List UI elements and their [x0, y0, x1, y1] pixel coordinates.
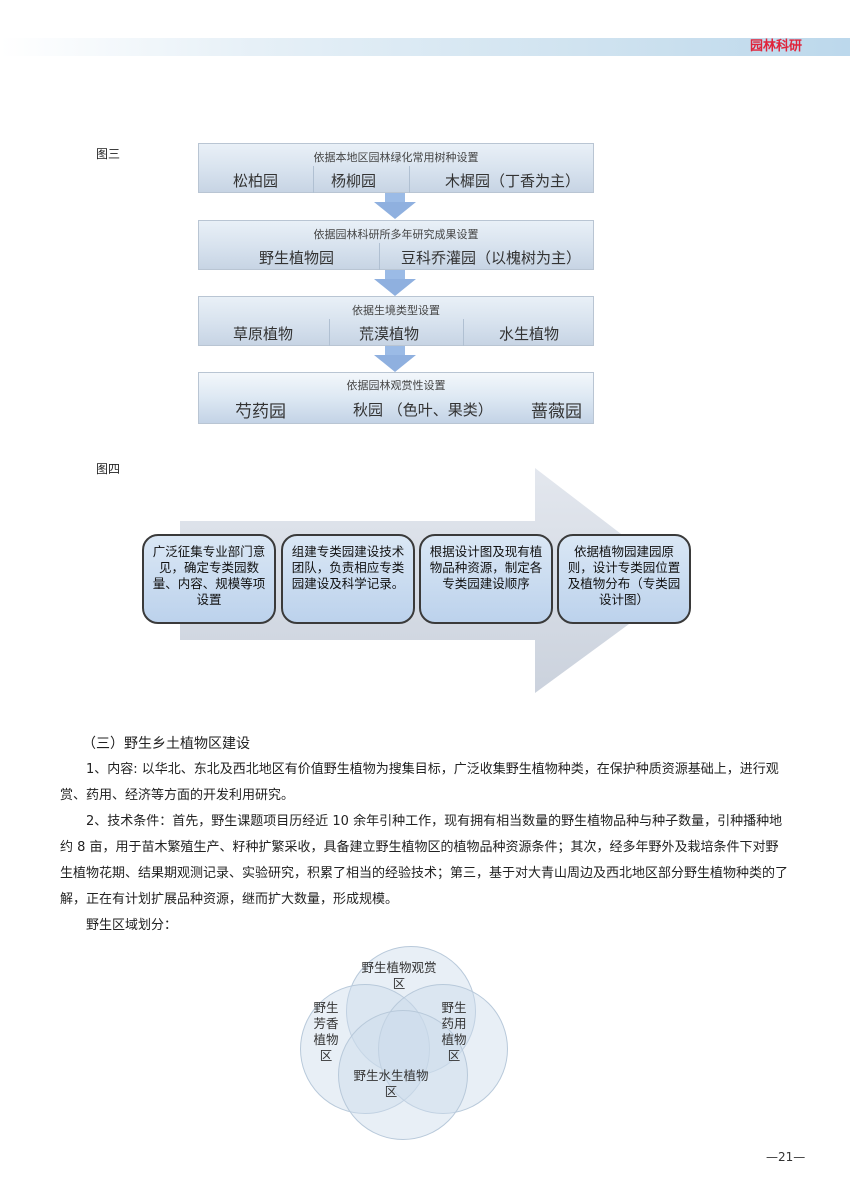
fig3-item: 秋园 （色叶、果类）	[353, 401, 493, 419]
down-arrow-icon	[374, 355, 416, 372]
down-arrow-icon	[385, 193, 405, 202]
fig3-box-2: 依据园林科研所多年研究成果设置 野生植物园 豆科乔灌园（以槐树为主）	[198, 220, 594, 270]
fig3-box-1: 依据本地区园林绿化常用树种设置 松柏园 杨柳园 木樨园（丁香为主）	[198, 143, 594, 193]
divider	[463, 319, 464, 346]
divider	[329, 319, 330, 346]
fig3-item: 水生植物	[499, 325, 560, 343]
fig3-box-1-title: 依据本地区园林绿化常用树种设置	[313, 151, 479, 164]
down-arrow-icon	[385, 346, 405, 355]
venn-circle-bottom	[338, 1010, 468, 1140]
figure-3-label: 图三	[96, 147, 121, 161]
venn-label-left: 野生芳香植物区	[313, 1000, 339, 1063]
fig3-box-3: 依据生境类型设置 草原植物 荒漠植物 水生植物	[198, 296, 594, 346]
fig3-item: 松柏园	[233, 172, 279, 190]
figure-4-label: 图四	[96, 462, 121, 476]
fig3-box-4-title: 依据园林观赏性设置	[346, 379, 446, 392]
fig3-item: 木樨园（丁香为主）	[445, 172, 581, 190]
section-heading: （三）野生乡土植物区建设	[82, 736, 250, 752]
page-number: —21—	[766, 1150, 806, 1164]
fig4-step-2: 组建专类园建设技术团队，负责相应专类园建设及科学记录。	[281, 534, 415, 624]
fig4-step-1: 广泛征集专业部门意见，确定专类园数量、内容、规模等项设置	[142, 534, 276, 624]
fig3-item: 杨柳园	[331, 172, 377, 190]
venn-label-top: 野生植物观赏区	[361, 960, 437, 991]
fig3-item: 蔷薇园	[531, 402, 582, 422]
section-title: 园林科研	[750, 39, 803, 54]
paragraph-2: 2、技术条件：首先，野生课题项目历经近 10 余年引种工作，现有拥有相当数量的野…	[60, 814, 789, 907]
fig3-item: 芍药园	[235, 402, 286, 422]
fig3-item: 草原植物	[233, 325, 294, 343]
fig3-item: 豆科乔灌园（以槐树为主）	[401, 249, 582, 267]
venn-label-right: 野生药用植物区	[441, 1000, 467, 1063]
fig4-step-4: 依据植物园建园原则，设计专类园位置及植物分布（专类园设计图）	[557, 534, 691, 624]
fig3-box-3-title: 依据生境类型设置	[352, 304, 440, 317]
fig3-box-4: 依据园林观赏性设置 芍药园 秋园 （色叶、果类） 蔷薇园	[198, 372, 594, 424]
divider	[379, 243, 380, 270]
fig3-item: 野生植物园	[259, 249, 335, 267]
fig3-item: 荒漠植物	[359, 325, 420, 343]
divider	[409, 166, 410, 193]
paragraph-3: 野生区域划分：	[86, 918, 178, 933]
divider	[313, 166, 314, 193]
down-arrow-icon	[374, 279, 416, 296]
fig3-box-2-title: 依据园林科研所多年研究成果设置	[313, 228, 479, 241]
fig4-step-3: 根据设计图及现有植物品种资源，制定各专类园建设顺序	[419, 534, 553, 624]
down-arrow-icon	[374, 202, 416, 219]
paragraph-1: 1、内容: 以华北、东北及西北地区有价值野生植物为搜集目标，广泛收集野生植物种类…	[60, 762, 779, 803]
header-bar	[0, 38, 850, 56]
venn-label-bottom: 野生水生植物区	[353, 1068, 429, 1099]
down-arrow-icon	[385, 270, 405, 279]
